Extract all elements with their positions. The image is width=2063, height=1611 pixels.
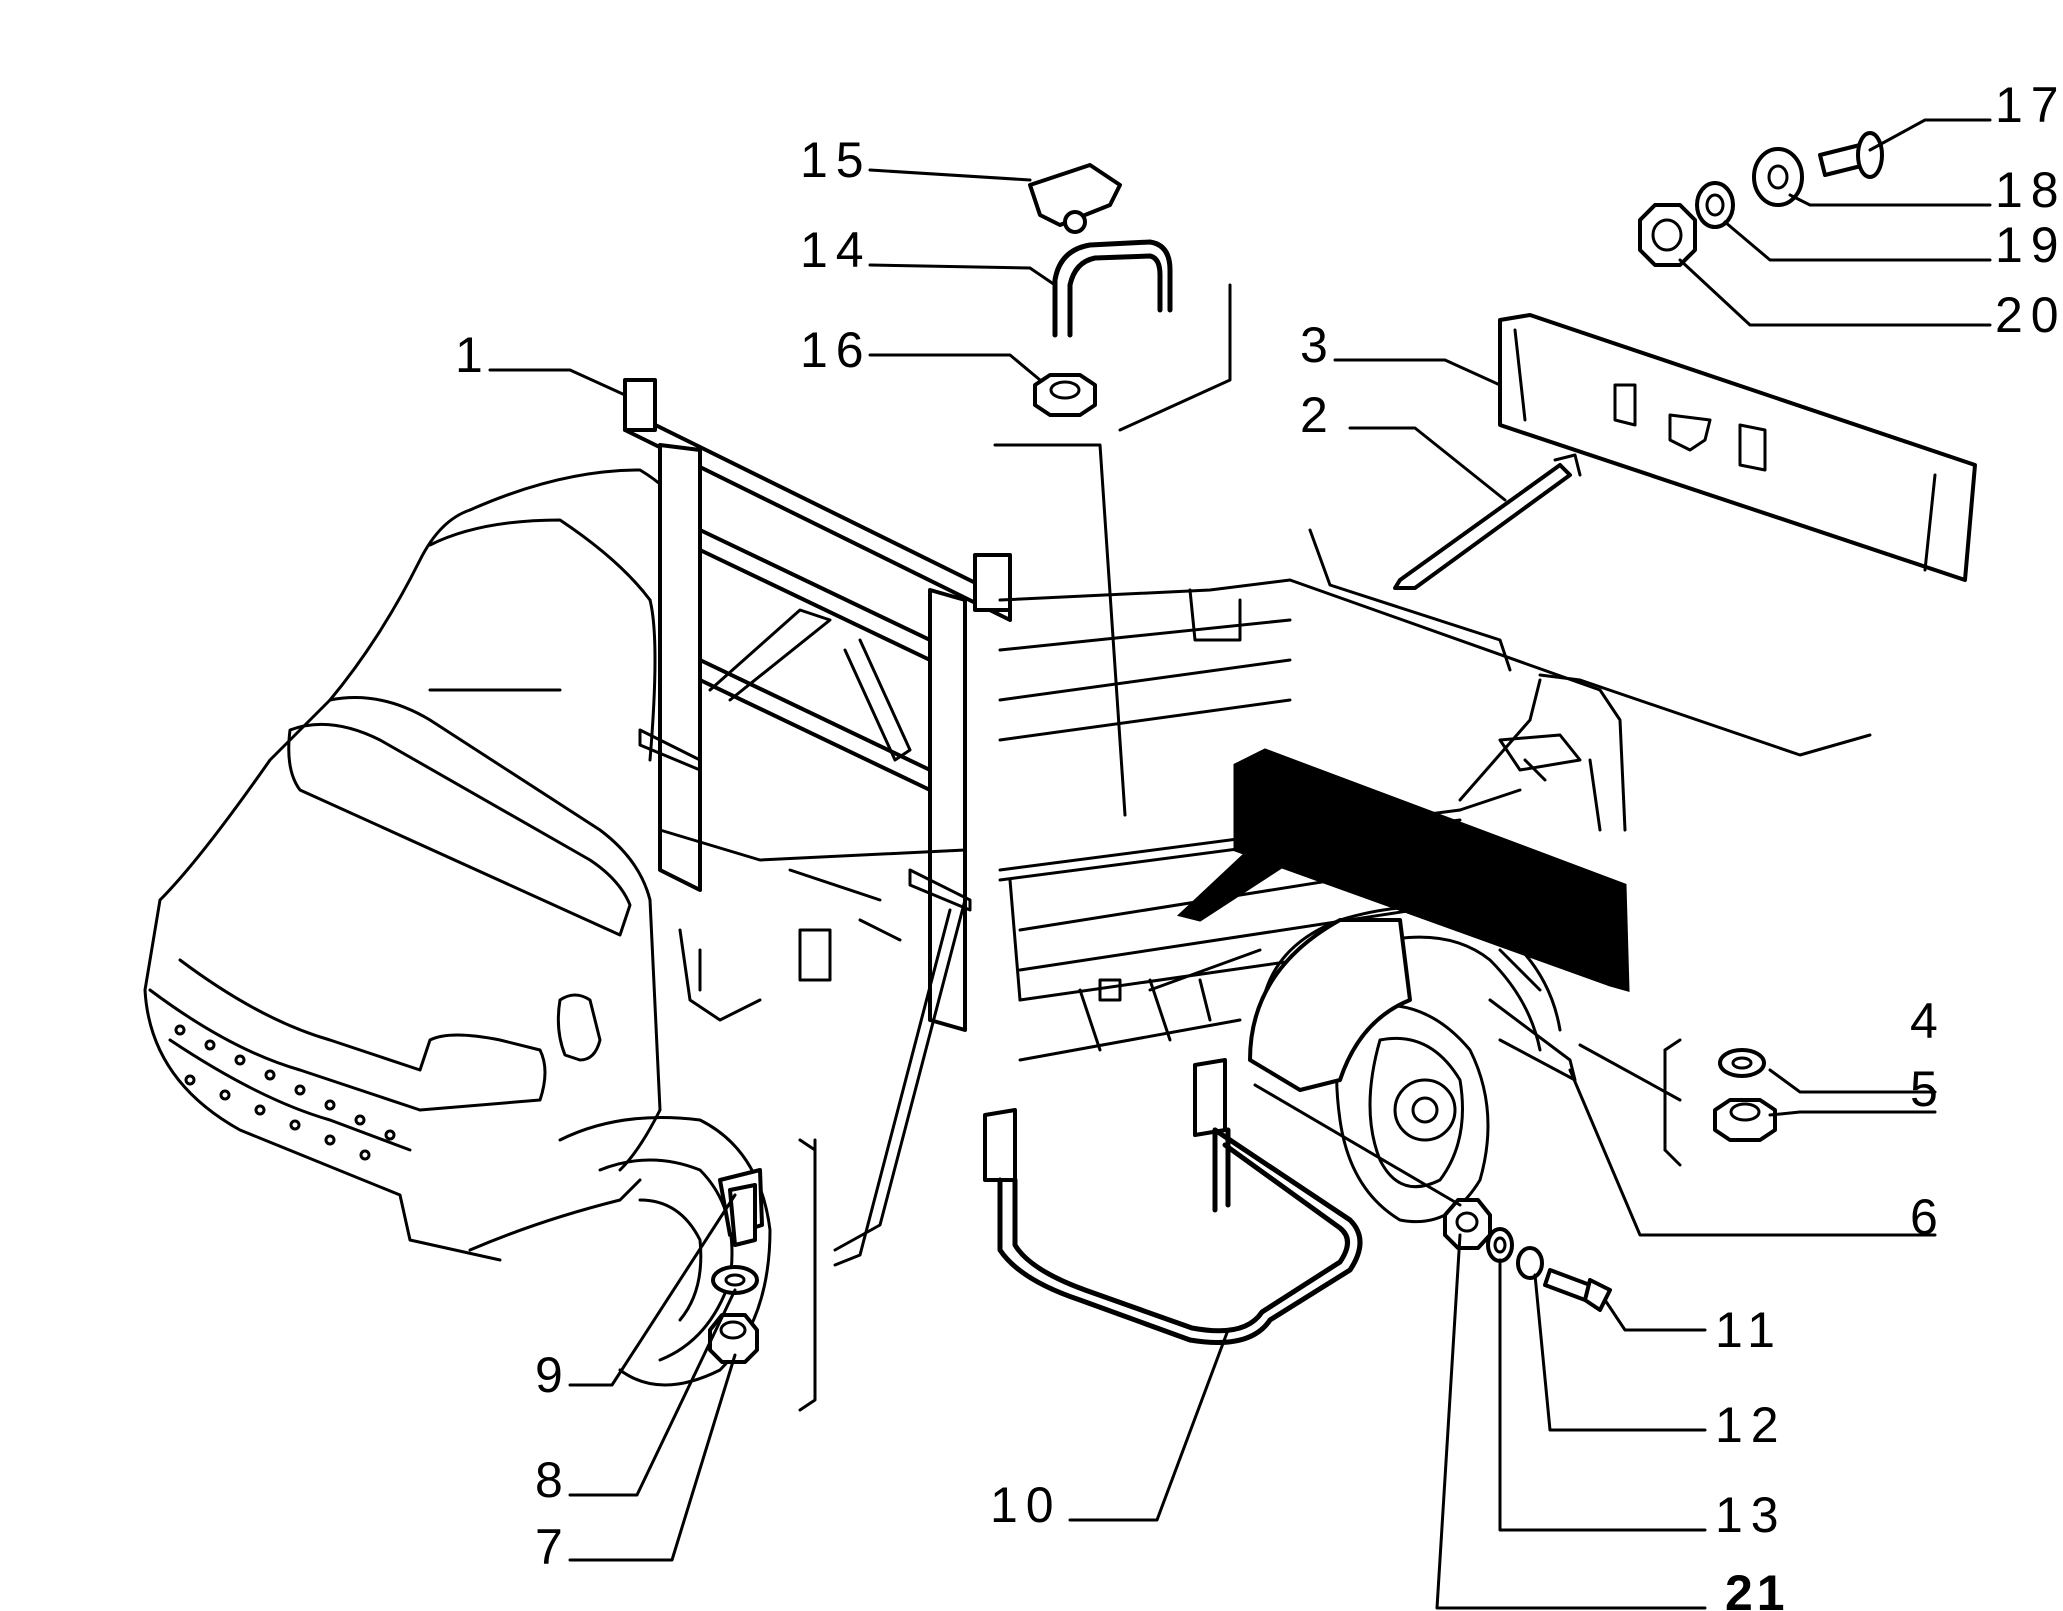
callout-12: 12: [1715, 1397, 1787, 1453]
leader-lines: [488, 118, 1992, 1610]
step-bracket: [983, 1058, 1363, 1345]
cab-guard-frame: [623, 378, 1012, 1032]
part-3-tail-panel: [1498, 313, 1977, 582]
callout-15: 15: [800, 132, 872, 188]
callout-11: 11: [1715, 1302, 1783, 1358]
cargo-bed: [658, 578, 1627, 1062]
callout-1: 1: [455, 327, 491, 383]
callout-18: 18: [1995, 162, 2063, 218]
part-15-stud: [1063, 210, 1087, 234]
callout-8: 8: [535, 1452, 571, 1508]
callout-14: 14: [800, 222, 872, 278]
callout-2: 2: [1300, 387, 1336, 443]
callout-5: 5: [1910, 1061, 1946, 1117]
callout-4: 4: [1910, 993, 1946, 1049]
callout-21: 21: [1725, 1565, 1789, 1611]
callout-10: 10: [990, 1477, 1062, 1533]
callout-13: 13: [1715, 1487, 1787, 1543]
callout-20: 20: [1995, 287, 2063, 343]
callout-19: 19: [1995, 217, 2063, 273]
part-11-bolt: [1543, 1268, 1592, 1302]
part-2-strut: [1393, 463, 1572, 590]
part-19-spring-washer: [1695, 181, 1735, 229]
callout-17: 17: [1995, 77, 2063, 133]
part-21-nut: [1443, 1198, 1492, 1250]
truck-cab: [143, 468, 817, 1412]
part-15-clamp-plate: [1028, 163, 1122, 227]
part-18-washer: [1752, 147, 1804, 207]
callout-7: 7: [535, 1519, 571, 1575]
mudguard-bar: [1176, 748, 1630, 992]
part-13-washer: [1486, 1227, 1514, 1263]
part-14-u-bolt: [1052, 239, 1173, 338]
callout-3: 3: [1300, 317, 1336, 373]
part-20-nut: [1638, 203, 1697, 267]
callout-16: 16: [800, 322, 872, 378]
callout-9: 9: [535, 1347, 571, 1403]
callout-6: 6: [1910, 1189, 1946, 1245]
part-14-u-bolt-inner: [1067, 253, 1163, 338]
rear-wheel: [1248, 905, 1577, 1224]
part-12-spring-washer: [1516, 1246, 1544, 1280]
part-16-nut: [1033, 373, 1097, 417]
part-4-washer: [1718, 1048, 1766, 1078]
